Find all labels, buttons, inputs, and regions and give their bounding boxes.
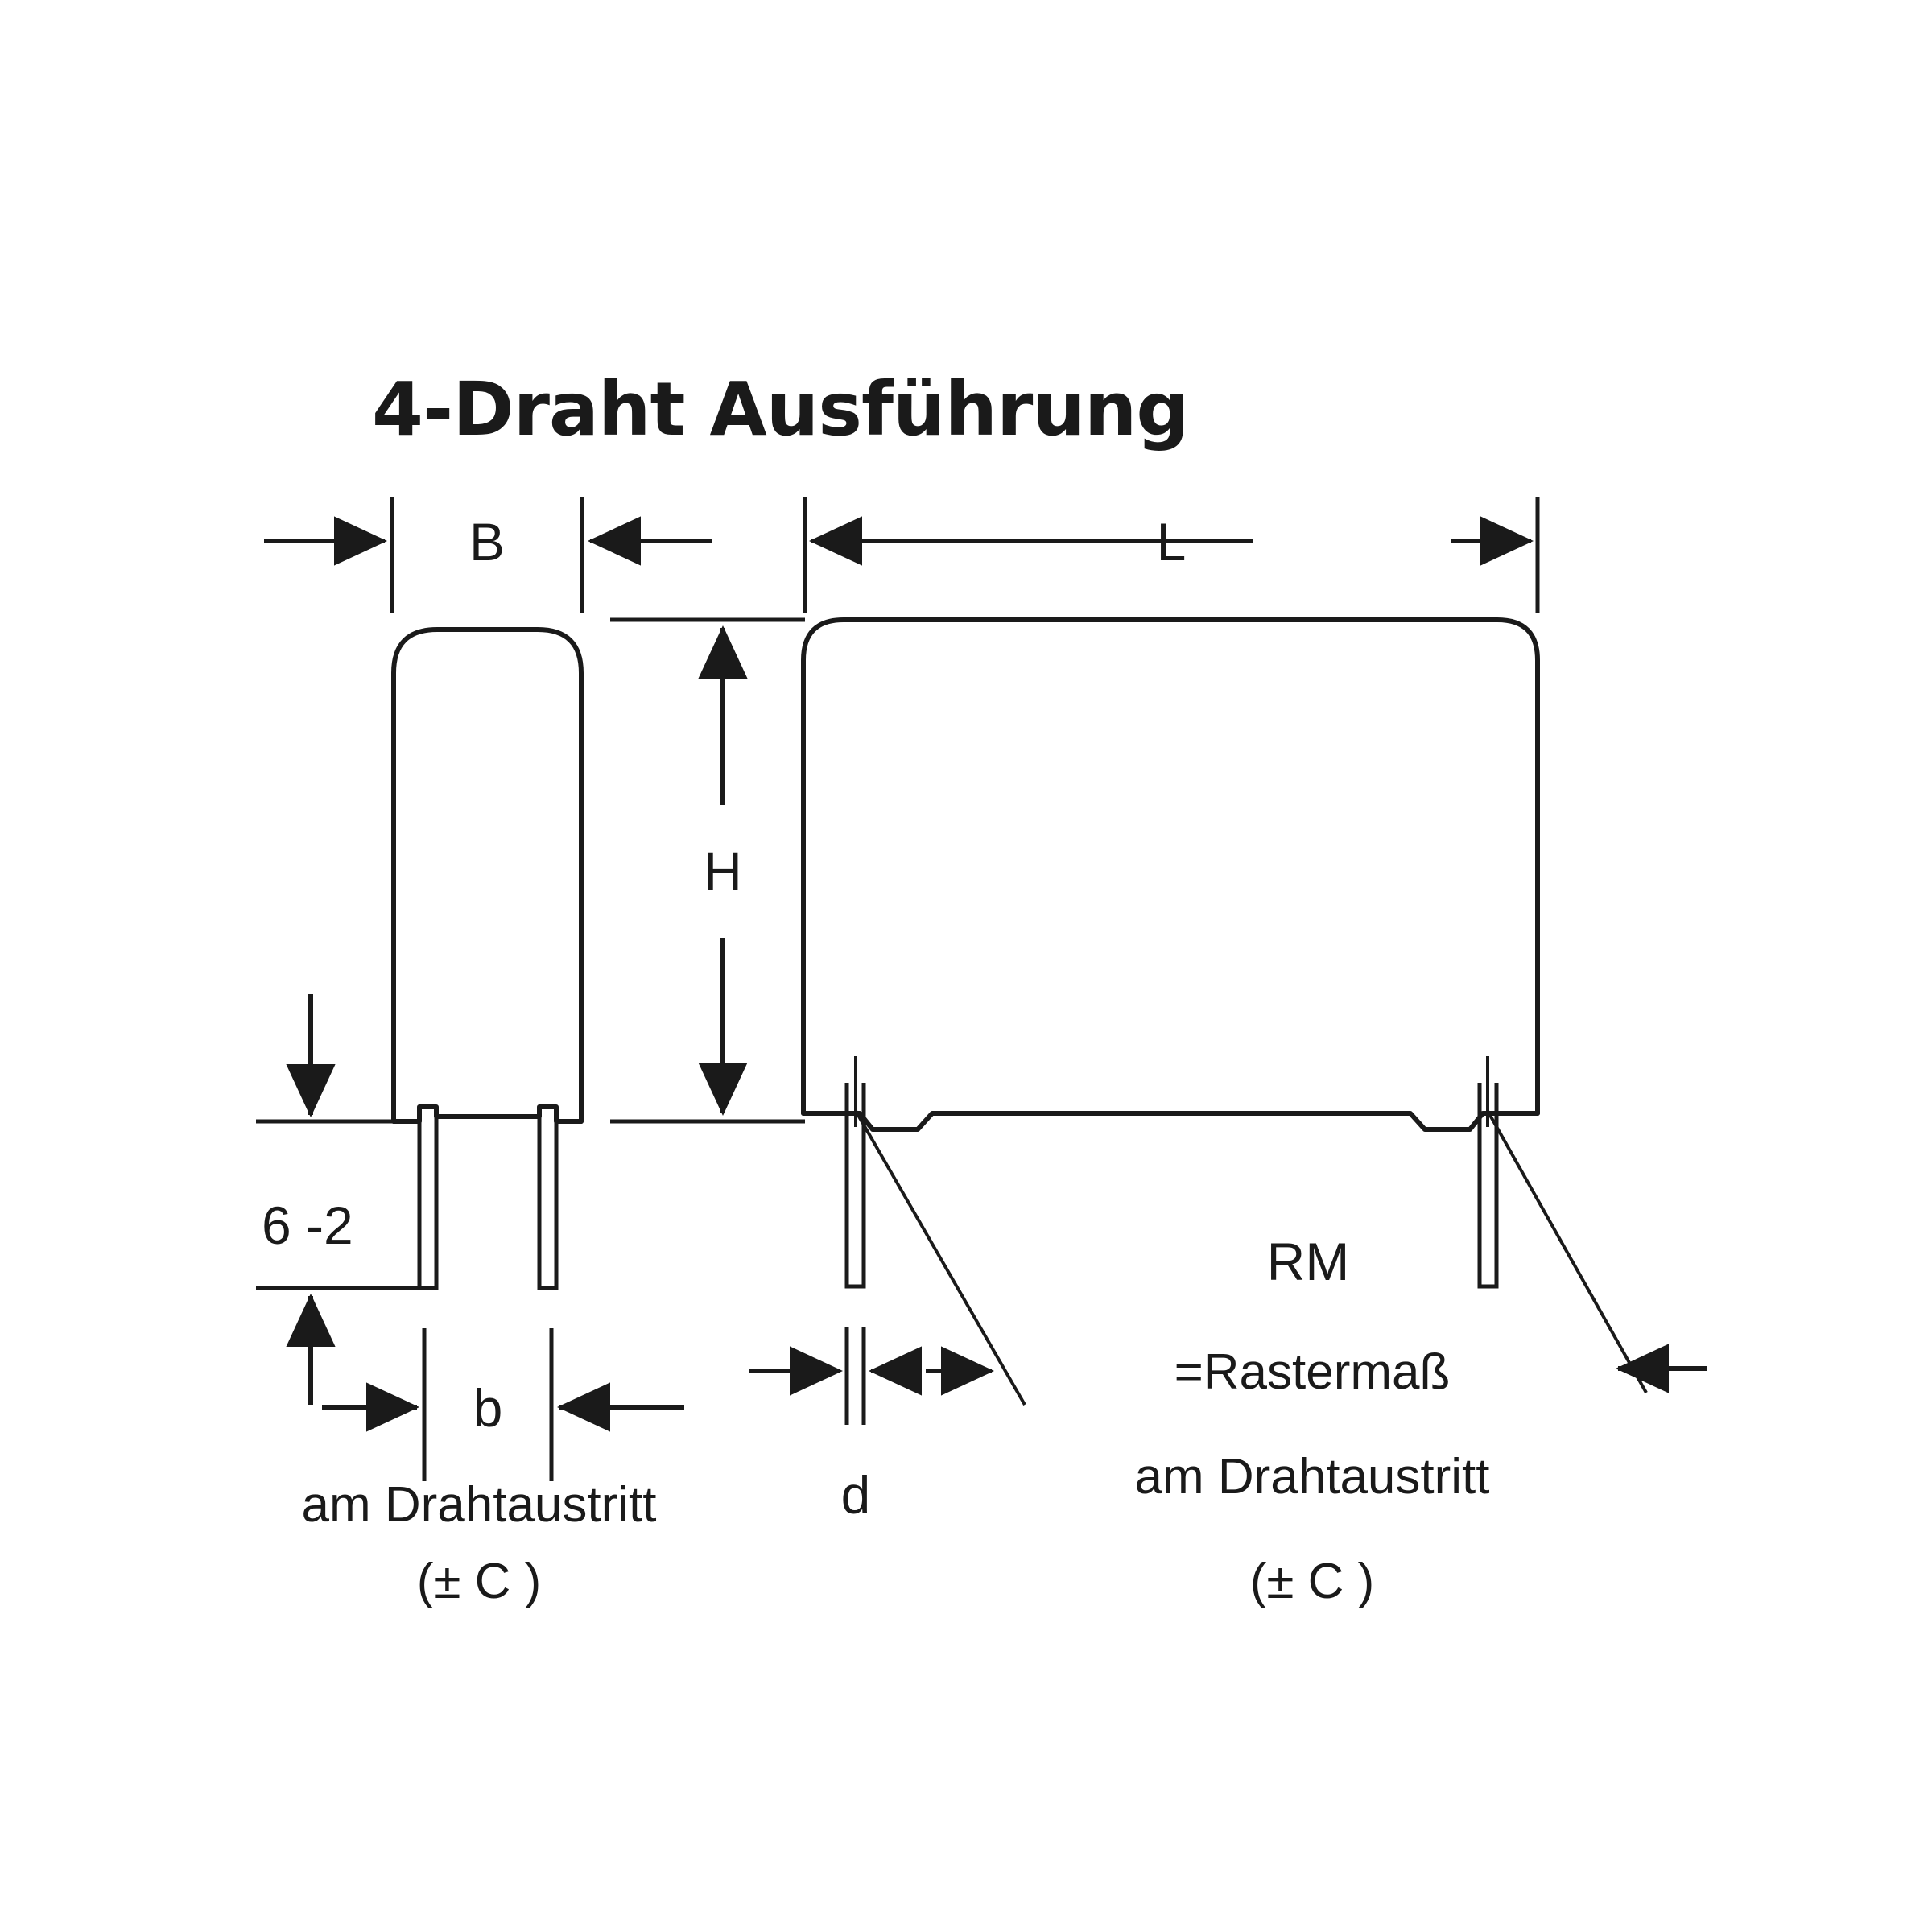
note-left-block: am Drahtaustritt (± C ) <box>301 1477 656 1609</box>
note-right-block: RM =Rastermaß am Drahtaustritt (± C ) <box>1134 1232 1489 1609</box>
page-title: 4-Draht Ausführung <box>372 366 1188 452</box>
leader-line-left-lead <box>854 1110 1026 1406</box>
lead-front-left <box>844 1083 866 1289</box>
leader-lines-group <box>854 1110 1707 1406</box>
dimension-d-group: d <box>749 1327 994 1525</box>
capacitor-front-bottom-profile <box>801 1111 1540 1132</box>
dimension-label-rm: RM <box>1267 1232 1350 1291</box>
capacitor-side-body-outline <box>391 627 584 1124</box>
dimension-label-b-lower: b <box>473 1378 503 1438</box>
capacitor-front-view <box>801 617 1540 1289</box>
capacitor-front-body-outline <box>801 617 1540 1116</box>
lead-side-right <box>537 1107 559 1290</box>
lead-side-left <box>417 1107 439 1290</box>
dimension-label-l: L <box>1157 512 1187 572</box>
note-left-line2: (± C ) <box>417 1554 542 1609</box>
capacitor-side-view <box>391 627 584 1290</box>
lead-front-right <box>1477 1083 1499 1289</box>
note-right-line3: (± C ) <box>1250 1554 1375 1609</box>
dimension-lead-length-group: 6 -2 <box>256 994 427 1405</box>
dimension-b-lower-group: b <box>322 1328 684 1481</box>
dimension-b-group: B <box>264 497 712 613</box>
dimension-label-d: d <box>841 1465 871 1525</box>
dimension-label-b: B <box>469 512 505 572</box>
dimension-l-group: L <box>803 497 1540 613</box>
note-left-line1: am Drahtaustritt <box>301 1477 656 1533</box>
note-right-line2: am Drahtaustritt <box>1134 1449 1489 1505</box>
note-right-line1: =Rastermaß <box>1174 1344 1451 1400</box>
dimension-h-group: H <box>610 617 805 1124</box>
dimension-label-lead-length: 6 -2 <box>262 1195 353 1255</box>
dimension-label-h: H <box>704 841 742 901</box>
